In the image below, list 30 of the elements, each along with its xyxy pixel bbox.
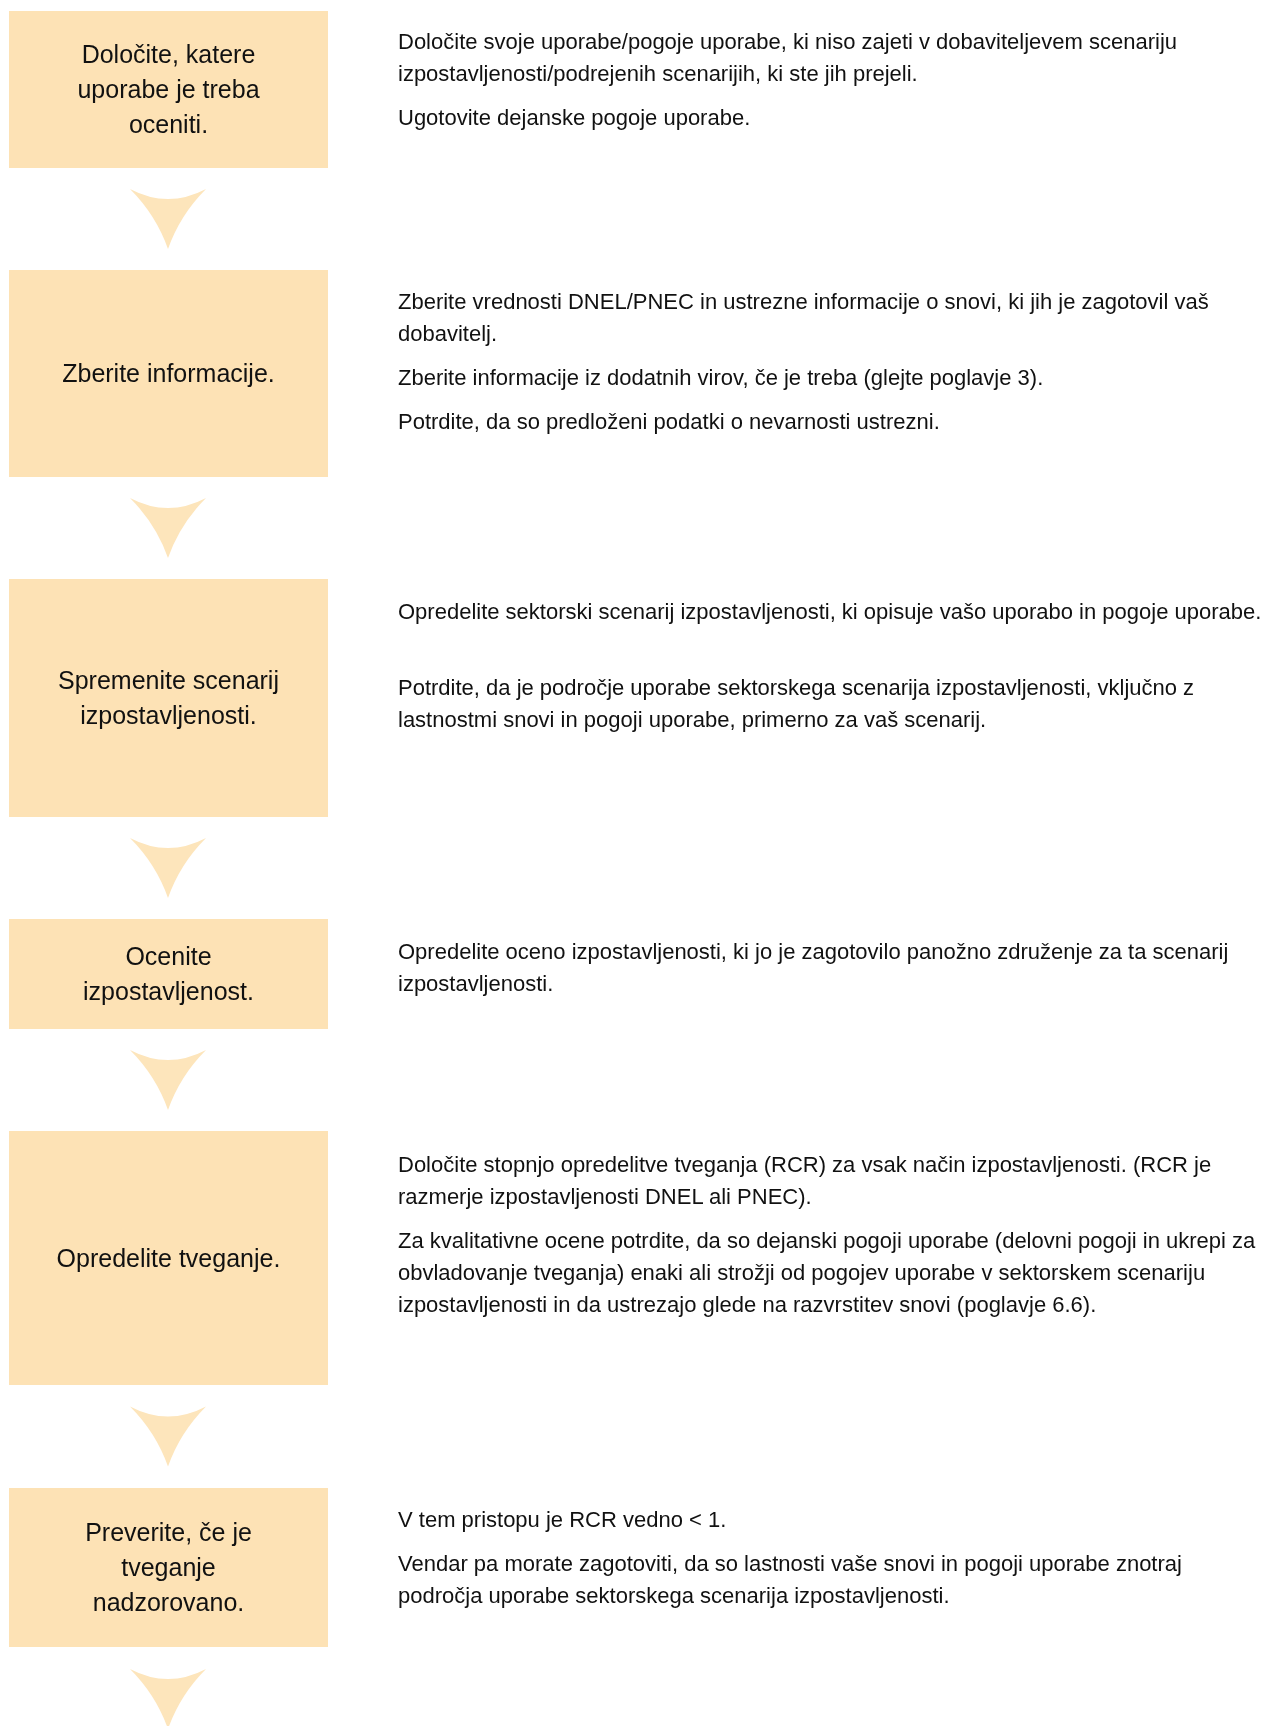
- step-description: Opredelite oceno izpostavljenosti, ki jo je zagotovilo panožno združenje za ta scenarij izpostavljenosti.: [398, 938, 1230, 998]
- step-description: Potrdite, da so predloženi podatki o nevarnosti ustrezni.: [398, 408, 941, 436]
- step-title: Opredelite tveganje.: [56, 1242, 281, 1274]
- chevron-arrow: [130, 1050, 206, 1110]
- step-box: [9, 1488, 328, 1647]
- step-box: [9, 270, 328, 477]
- chevron-arrow: [130, 838, 206, 898]
- step-box: [9, 919, 328, 1029]
- step-description: Zberite vrednosti DNEL/PNEC in ustrezne informacije o snovi, ki jih je zagotovil vaš dobavitelj.: [398, 288, 1210, 348]
- step-description: V tem pristopu je RCR vedno < 1.: [398, 1506, 728, 1534]
- chevron-arrow: [130, 498, 206, 558]
- step-box: [9, 579, 328, 817]
- step-box: [9, 11, 328, 168]
- step-description: Vendar pa morate zagotoviti, da so lastnosti vaše snovi in pogoji uporabe znotraj področja uporabe sektorskega scenarija izpostavljenosti.: [398, 1550, 1183, 1610]
- step-title: Preverite, če je tveganje nadzorovano.: [84, 1517, 253, 1618]
- step-title: Ocenite izpostavljenost.: [82, 941, 255, 1007]
- step-description: Potrdite, da je področje uporabe sektorskega scenarija izpostavljenosti, vključno z lastnostmi snovi in pogoji uporabe, primerno za vaš scenarij.: [398, 674, 1196, 734]
- chevron-arrow: [130, 1669, 206, 1726]
- step-title: Določite, katere uporabe je treba oceniti.: [76, 39, 261, 140]
- step-box: [9, 1131, 328, 1385]
- step-title: Spremenite scenarij izpostavljenosti.: [57, 665, 280, 731]
- step-description: Določite svoje uporabe/pogoje uporabe, ki niso zajeti v dobaviteljevem scenariju izpostavljenosti/podrejenih scenarijih, ki ste jih prejeli.: [398, 28, 1178, 88]
- chevron-arrow: [130, 189, 206, 249]
- step-description: Opredelite sektorski scenarij izpostavljenosti, ki opisuje vašo uporabo in pogoje uporabe.: [398, 598, 1263, 626]
- chevron-arrow: [130, 1406, 206, 1467]
- step-description: Za kvalitativne ocene potrdite, da so dejanski pogoji uporabe (delovni pogoji in ukrepi za obvladovanje tveganja) enaki ali strožji od pogojev uporabe v sektorskem scenariju izpostavljenosti in da ustrezajo glede na razvrstitev snovi (poglavje 6.6).: [398, 1227, 1257, 1319]
- step-description: Zberite informacije iz dodatnih virov, če je treba (glejte poglavje 3).: [398, 364, 1045, 392]
- step-description: Določite stopnjo opredelitve tveganja (RCR) za vsak način izpostavljenosti. (RCR je razmerje izpostavljenosti DNEL ali PNEC).: [398, 1151, 1213, 1211]
- step-description: Ugotovite dejanske pogoje uporabe.: [398, 104, 752, 132]
- step-title: Zberite informacije.: [62, 358, 275, 389]
